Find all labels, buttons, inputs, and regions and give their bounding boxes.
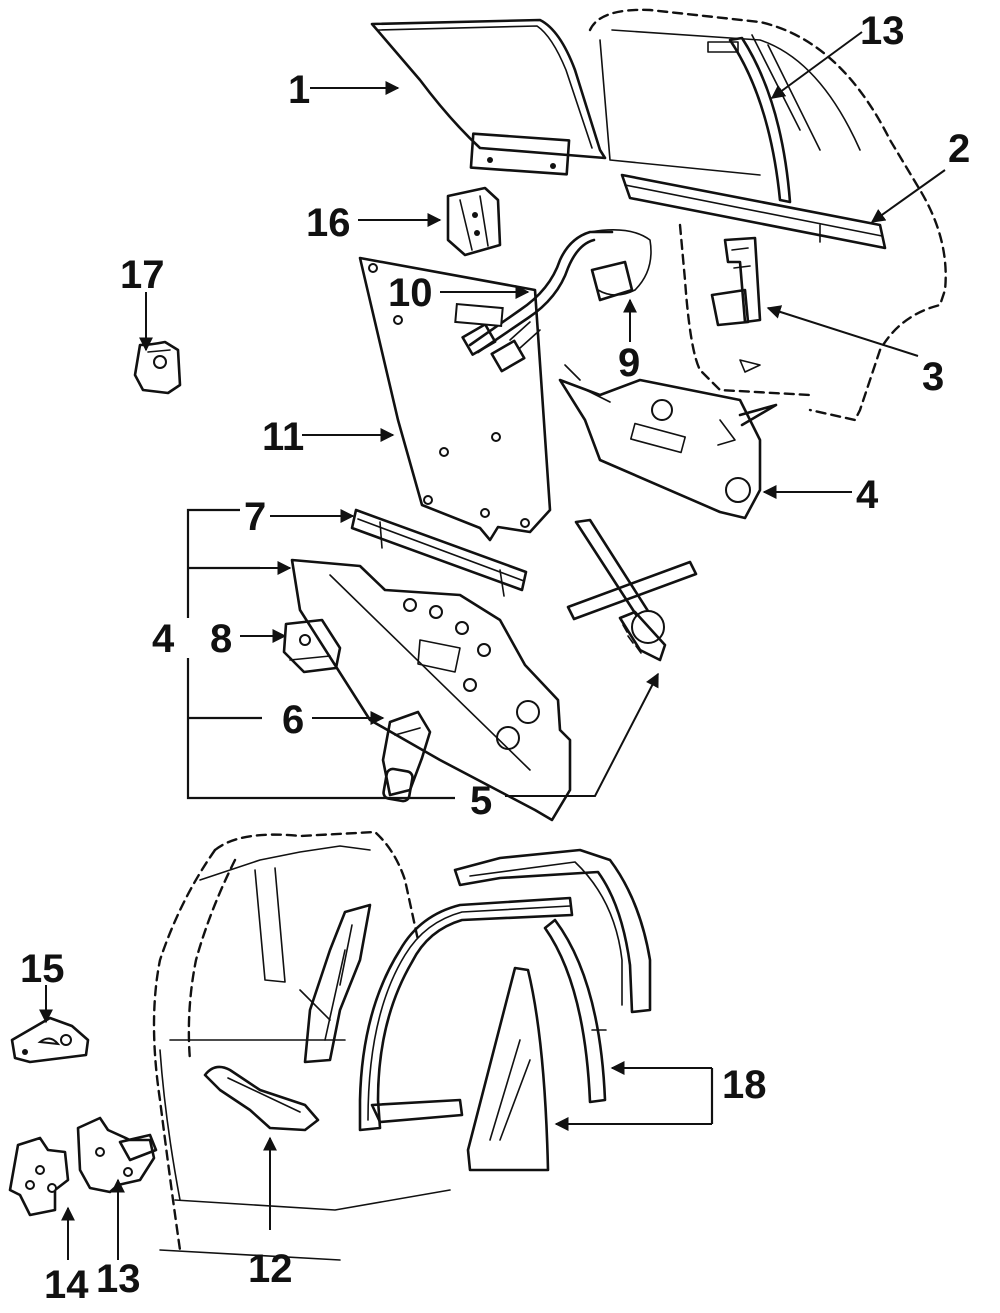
hinge-plate-part [8, 1136, 70, 1217]
rear-channel-part [543, 918, 607, 1104]
quarter-glass-part [466, 966, 550, 1172]
callout-15: 15 [20, 947, 65, 991]
glass-run-bracket-part [710, 236, 762, 327]
callout-4-lower: 4 [152, 617, 175, 661]
leader-lines [39, 31, 946, 1260]
regulator-plate-part [290, 558, 572, 822]
striker-plate-part [10, 1016, 90, 1064]
group-brackets [186, 508, 714, 1124]
callout-13-lower: 13 [96, 1257, 141, 1301]
callout-17: 17 [120, 253, 165, 297]
upper-seal-part [453, 848, 652, 1014]
rear-door-shell [152, 830, 451, 1261]
callout-3: 3 [922, 355, 944, 399]
callout-6: 6 [282, 698, 304, 742]
callout-16: 16 [306, 201, 351, 245]
belt-weatherstrip-part [620, 173, 887, 250]
window-regulator-part [558, 364, 778, 520]
motor-mount-part [282, 618, 342, 674]
door-frame-seal-part [358, 896, 574, 1132]
callout-5: 5 [470, 779, 492, 823]
callout-18: 18 [722, 1063, 767, 1107]
callout-9: 9 [618, 341, 640, 385]
callout-13-upper: 13 [860, 9, 905, 53]
callout-1: 1 [288, 68, 310, 112]
run-channel-part [728, 36, 792, 204]
pillar-trim-part [303, 903, 372, 1064]
callout-4-upper: 4 [856, 473, 879, 517]
hinge-bracket-part [446, 186, 502, 257]
callout-2: 2 [948, 127, 970, 171]
callout-12: 12 [248, 1247, 293, 1291]
latch-piece-part [133, 340, 182, 395]
callout-11: 11 [262, 415, 304, 459]
rear-door-frame [588, 8, 947, 422]
wiring-harness-part [461, 229, 652, 373]
callout-14: 14 [44, 1263, 89, 1307]
callout-10: 10 [388, 271, 433, 315]
door-trim-panel-part [358, 256, 552, 542]
callout-labels: 1 2 3 4 4 5 6 7 8 9 10 11 12 13 13 14 15… [20, 9, 970, 1307]
door-glass-part [370, 18, 607, 176]
pull-handle-part [203, 1065, 320, 1132]
door-hinge-part [76, 1116, 158, 1194]
callout-8: 8 [210, 617, 232, 661]
manual-regulator-part [566, 518, 698, 662]
callout-7: 7 [244, 495, 266, 539]
regulator-motor-part [381, 710, 432, 803]
